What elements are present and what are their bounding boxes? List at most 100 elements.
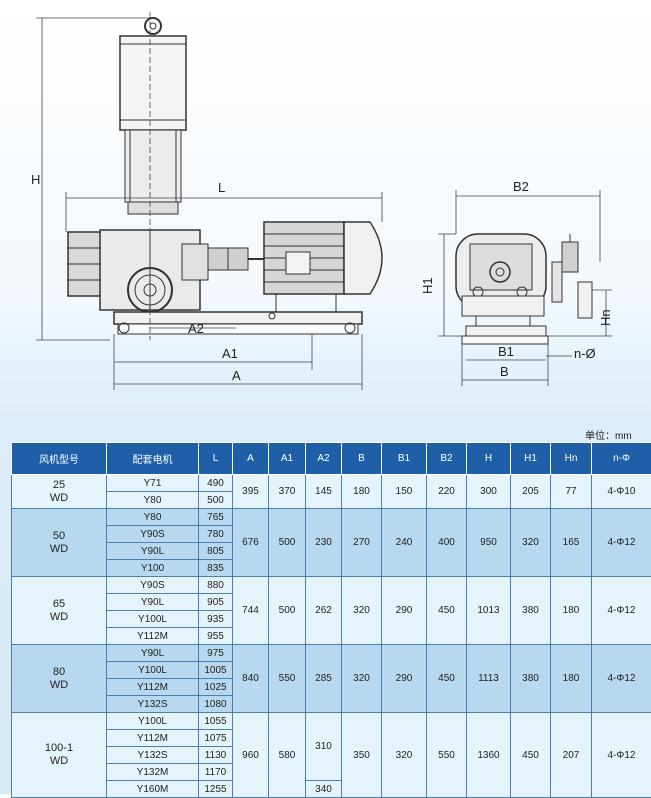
B2-cell: 450: [427, 577, 467, 645]
n-phi-cell: 4-Φ12: [592, 577, 651, 645]
L-cell: 835: [199, 560, 233, 577]
table-header-row: 风机型号 配套电机 L A A1 A2 B B1 B2 H H1 Hn n-Φ: [12, 443, 651, 475]
motor-cell: Y112M: [107, 730, 199, 747]
dim-label-H: H: [31, 172, 40, 187]
n-phi-cell: 4-Φ10: [592, 475, 651, 509]
header-B1: B1: [382, 443, 427, 475]
H1-cell: 380: [511, 577, 551, 645]
L-cell: 765: [199, 509, 233, 526]
motor-cell: Y90L: [107, 594, 199, 611]
A2-cell: 145: [306, 475, 342, 509]
L-cell: 805: [199, 543, 233, 560]
unit-label: 单位：mm: [585, 427, 632, 442]
B1-cell: 290: [382, 645, 427, 713]
n-phi-cell: 4-Φ12: [592, 509, 651, 577]
A2-cell: 230: [306, 509, 342, 577]
A1-cell: 500: [269, 577, 306, 645]
A-cell: 395: [233, 475, 269, 509]
motor-cell: Y160M: [107, 781, 199, 798]
B2-cell: 220: [427, 475, 467, 509]
L-cell: 1055: [199, 713, 233, 730]
H1-cell: 380: [511, 645, 551, 713]
n-phi-cell: 4-Φ12: [592, 713, 651, 798]
L-cell: 1025: [199, 679, 233, 696]
B1-cell: 290: [382, 577, 427, 645]
L-cell: 1130: [199, 747, 233, 764]
B2-cell: 550: [427, 713, 467, 798]
H-cell: 1013: [467, 577, 511, 645]
B2-cell: 400: [427, 509, 467, 577]
H1-cell: 320: [511, 509, 551, 577]
header-motor: 配套电机: [107, 443, 199, 475]
dim-label-A: A: [232, 368, 241, 383]
header-n-phi: n-Φ: [592, 443, 651, 475]
dim-label-A2: A2: [188, 321, 204, 336]
side-view: [456, 234, 592, 344]
motor-cell: Y112M: [107, 628, 199, 645]
dim-label-L: L: [218, 180, 225, 195]
dim-label-B1: B1: [498, 344, 514, 359]
Hn-cell: 180: [551, 577, 592, 645]
header-model: 风机型号: [12, 443, 107, 475]
H-cell: 950: [467, 509, 511, 577]
L-cell: 935: [199, 611, 233, 628]
dim-label-B: B: [500, 364, 509, 379]
dim-label-n-phi: n-Ø: [574, 346, 596, 361]
motor-cell: Y100L: [107, 611, 199, 628]
A1-cell: 370: [269, 475, 306, 509]
L-cell: 490: [199, 475, 233, 492]
spec-table: 风机型号 配套电机 L A A1 A2 B B1 B2 H H1 Hn n-Φ …: [11, 442, 651, 798]
H1-cell: 450: [511, 713, 551, 798]
motor-cell: Y90S: [107, 577, 199, 594]
motor-cell: Y100L: [107, 662, 199, 679]
H1-cell: 205: [511, 475, 551, 509]
B-cell: 320: [342, 645, 382, 713]
L-cell: 1075: [199, 730, 233, 747]
dim-label-H1: H1: [420, 277, 435, 294]
header-B2: B2: [427, 443, 467, 475]
motor-cell: Y71: [107, 475, 199, 492]
dim-label-Hn: Hn: [598, 309, 613, 326]
B1-cell: 240: [382, 509, 427, 577]
Hn-cell: 165: [551, 509, 592, 577]
B-cell: 320: [342, 577, 382, 645]
B-cell: 180: [342, 475, 382, 509]
front-view: [68, 18, 382, 334]
motor-cell: Y80: [107, 492, 199, 509]
header-A2: A2: [306, 443, 342, 475]
B-cell: 270: [342, 509, 382, 577]
A2-cell: 285: [306, 645, 342, 713]
motor-cell: Y80: [107, 509, 199, 526]
motor-cell: Y90S: [107, 526, 199, 543]
H-cell: 1113: [467, 645, 511, 713]
Hn-cell: 180: [551, 645, 592, 713]
L-cell: 1255: [199, 781, 233, 798]
motor-cell: Y132S: [107, 747, 199, 764]
header-L: L: [199, 443, 233, 475]
L-cell: 1170: [199, 764, 233, 781]
motor-cell: Y100: [107, 560, 199, 577]
header-Hn: Hn: [551, 443, 592, 475]
L-cell: 880: [199, 577, 233, 594]
header-A: A: [233, 443, 269, 475]
motor-cell: Y90L: [107, 543, 199, 560]
A-cell: 840: [233, 645, 269, 713]
A-cell: 960: [233, 713, 269, 798]
A1-cell: 550: [269, 645, 306, 713]
L-cell: 1005: [199, 662, 233, 679]
header-A1: A1: [269, 443, 306, 475]
Hn-cell: 207: [551, 713, 592, 798]
